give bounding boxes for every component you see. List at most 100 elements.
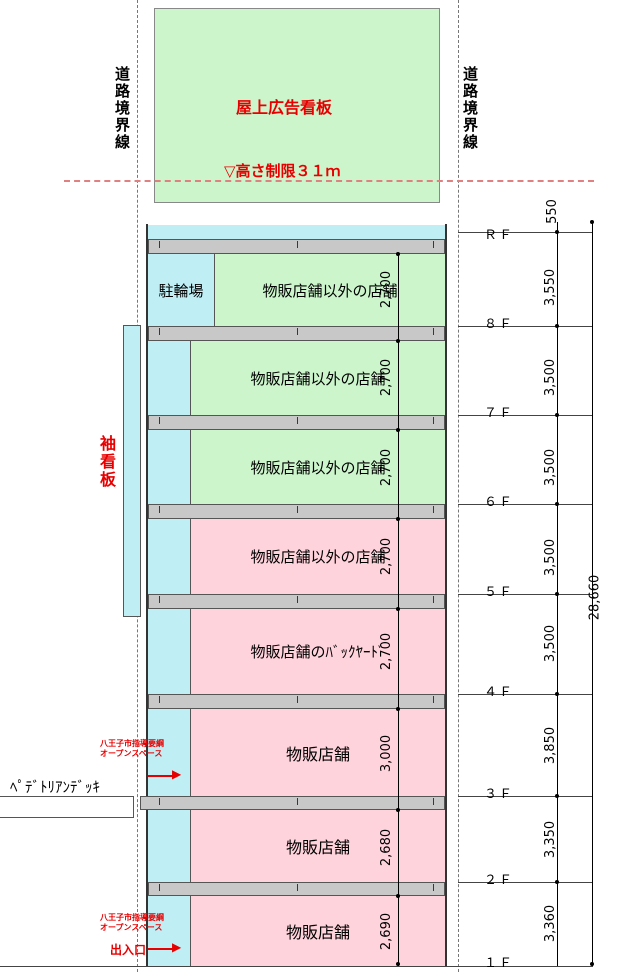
open-space-label-3f: 八王子市指導要綱 オープンスペース <box>100 739 164 758</box>
room-8f-shop: 物販店舗以外の店舗 <box>215 254 445 326</box>
dim-tick <box>555 592 559 596</box>
pedestrian-deck-label: ﾍﾟﾃﾞﾄﾘｱﾝﾃﾞｯｷ <box>10 778 101 796</box>
total-dim-line <box>592 222 593 966</box>
open-space-1f <box>148 896 191 966</box>
slab-4f <box>148 694 445 709</box>
ceiling-height-3f: 3,000 <box>379 734 395 773</box>
arrow-3f <box>148 775 176 777</box>
road-boundary-label-right: 道路境界線 <box>461 66 479 151</box>
rooftop-sign-label: 屋上広告看板 <box>236 98 333 117</box>
beam-icon: I <box>296 416 299 427</box>
level-line-4f <box>458 694 593 695</box>
dim-tick <box>555 230 559 234</box>
beam-icon: I <box>432 595 435 606</box>
beam-icon: I <box>432 797 435 808</box>
floor-label-8f: ８Ｆ <box>484 317 515 332</box>
dim-tick <box>555 880 559 884</box>
beam-icon: I <box>296 240 299 251</box>
room-8f-bicycle-parking: 駐輪場 <box>148 254 215 326</box>
level-line-rf <box>458 232 593 233</box>
beam-icon: I <box>296 695 299 706</box>
floor-dim-3f: 3,850 <box>543 726 559 765</box>
floor-dim-2f: 3,350 <box>543 820 559 859</box>
entrance-label: 出入口 <box>110 943 147 957</box>
height-limit-label: ▽高さ制限３１ｍ <box>224 162 341 180</box>
level-line-8f <box>458 326 593 327</box>
ceiling-height-1f: 2,690 <box>379 912 395 951</box>
open-space-3f <box>148 709 191 796</box>
open-strip-2f <box>148 810 191 882</box>
dim-tick <box>555 502 559 506</box>
arrow-head-3f: ▶ <box>172 767 182 781</box>
open-strip-6f <box>148 430 191 504</box>
room-4f-backyard: 物販店舗のﾊﾞｯｸﾔｰﾄﾞ <box>191 609 445 694</box>
open-space-label-1f: 八王子市指導要綱 オープンスペース <box>100 913 164 932</box>
floor-dim-7f: 3,500 <box>543 358 559 397</box>
slab-8f <box>148 326 445 341</box>
level-line-7f <box>458 415 593 416</box>
dim-tick <box>590 962 594 966</box>
dim-tick <box>396 517 400 521</box>
dim-tick <box>396 808 400 812</box>
rooftop-sign <box>154 8 440 203</box>
beam-icon: I <box>296 595 299 606</box>
slab-5f <box>148 594 445 609</box>
dim-tick <box>396 707 400 711</box>
floor-label-4f: ４Ｆ <box>484 685 515 700</box>
floor-dim-8f: 3,550 <box>543 268 559 307</box>
slab-6f <box>148 504 445 519</box>
ceiling-height-6f: 2,700 <box>379 448 395 487</box>
total-height-dim: 28,660 <box>587 574 603 621</box>
dim-tick <box>555 794 559 798</box>
beam-icon: I <box>158 416 161 427</box>
beam-icon: I <box>296 505 299 516</box>
beam-icon: I <box>432 327 435 338</box>
dim-tick <box>555 324 559 328</box>
level-line-5f <box>458 594 593 595</box>
open-strip-7f <box>148 341 191 415</box>
dim-tick <box>396 894 400 898</box>
room-5f-shop: 物販店舗以外の店舗 <box>191 519 445 594</box>
beam-icon: I <box>158 595 161 606</box>
beam-icon: I <box>432 505 435 516</box>
dim-tick <box>396 252 400 256</box>
ceiling-height-4f: 2,700 <box>379 632 395 671</box>
beam-icon: I <box>432 416 435 427</box>
beam-icon: I <box>296 883 299 894</box>
dim-tick <box>590 220 594 224</box>
open-strip-5f <box>148 519 191 594</box>
building-wall-right <box>445 224 447 966</box>
beam-icon: I <box>158 695 161 706</box>
dim-tick <box>396 428 400 432</box>
projecting-sign-label: 袖看板 <box>97 435 116 489</box>
floor-label-7f: ７Ｆ <box>484 406 515 421</box>
floor-dim-4f: 3,500 <box>543 624 559 663</box>
room-6f-shop: 物販店舗以外の店舗 <box>191 430 445 504</box>
arrow-head-1f: ▶ <box>172 940 182 954</box>
dim-tick <box>555 692 559 696</box>
slab-3f <box>140 796 445 810</box>
room-1f-shop: 物販店舗 <box>191 896 445 966</box>
ceiling-height-7f: 2,700 <box>379 358 395 397</box>
level-line-3f <box>458 796 593 797</box>
road-boundary-line-right <box>458 0 459 972</box>
level-line-6f <box>458 504 593 505</box>
floor-label-1f: １Ｆ <box>484 956 515 971</box>
dim-tick <box>555 413 559 417</box>
floor-label-5f: ５Ｆ <box>484 585 515 600</box>
beam-icon: I <box>296 797 299 808</box>
slab-2f <box>148 882 445 896</box>
floor-label-6f: ６Ｆ <box>484 495 515 510</box>
beam-icon: I <box>432 883 435 894</box>
level-line-1f <box>0 966 593 967</box>
road-boundary-label-left: 道路境界線 <box>113 66 131 151</box>
floor-label-3f: ３Ｆ <box>484 787 515 802</box>
roof-parapet <box>148 225 445 240</box>
floor-dim-rf: 550 <box>544 199 560 224</box>
slab-7f <box>148 415 445 430</box>
room-7f-shop: 物販店舗以外の店舗 <box>191 341 445 415</box>
arrow-1f <box>148 948 176 950</box>
pedestrian-deck <box>0 796 134 818</box>
beam-icon: I <box>158 327 161 338</box>
dim-tick <box>396 339 400 343</box>
